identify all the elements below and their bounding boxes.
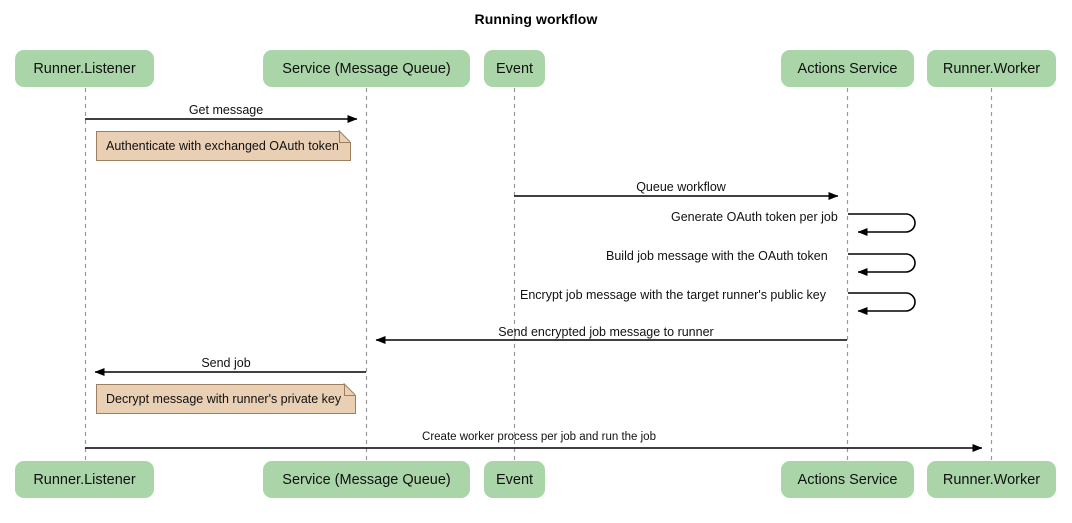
participant-runner-worker-bottom[interactable]: Runner.Worker <box>927 461 1056 498</box>
self-loop-build-job-message <box>848 253 916 276</box>
label-queue-workflow: Queue workflow <box>636 180 726 194</box>
label-encrypt-job-message: Encrypt job message with the target runn… <box>520 288 827 302</box>
participant-service-mq-bottom[interactable]: Service (Message Queue) <box>263 461 470 498</box>
note-fold-icon <box>344 384 356 396</box>
label-build-job-message: Build job message with the OAuth token <box>606 249 828 263</box>
note-authenticate-oauth: Authenticate with exchanged OAuth token <box>96 131 351 161</box>
note-decrypt-text: Decrypt message with runner's private ke… <box>106 392 342 406</box>
label-create-worker-process: Create worker process per job and run th… <box>422 431 656 443</box>
participant-runner-listener-bottom[interactable]: Runner.Listener <box>15 461 154 498</box>
self-loop-encrypt-job-message <box>848 292 916 315</box>
label-get-message: Get message <box>188 103 264 117</box>
note-fold-icon <box>339 131 351 143</box>
participant-event-top[interactable]: Event <box>484 50 545 87</box>
note-decrypt-private-key: Decrypt message with runner's private ke… <box>96 384 356 414</box>
participant-actions-service-bottom[interactable]: Actions Service <box>781 461 914 498</box>
participant-runner-listener-top[interactable]: Runner.Listener <box>15 50 154 87</box>
label-send-encrypted-job-message: Send encrypted job message to runner <box>498 325 714 339</box>
participant-actions-service-top[interactable]: Actions Service <box>781 50 914 87</box>
note-authenticate-text: Authenticate with exchanged OAuth token <box>106 139 339 153</box>
participant-service-mq-top[interactable]: Service (Message Queue) <box>263 50 470 87</box>
self-loop-generate-token <box>848 213 916 236</box>
label-send-job: Send job <box>201 356 251 370</box>
label-generate-oauth-token: Generate OAuth token per job <box>671 210 838 224</box>
participant-runner-worker-top[interactable]: Runner.Worker <box>927 50 1056 87</box>
participant-event-bottom[interactable]: Event <box>484 461 545 498</box>
page-title: Running workflow <box>474 11 598 27</box>
